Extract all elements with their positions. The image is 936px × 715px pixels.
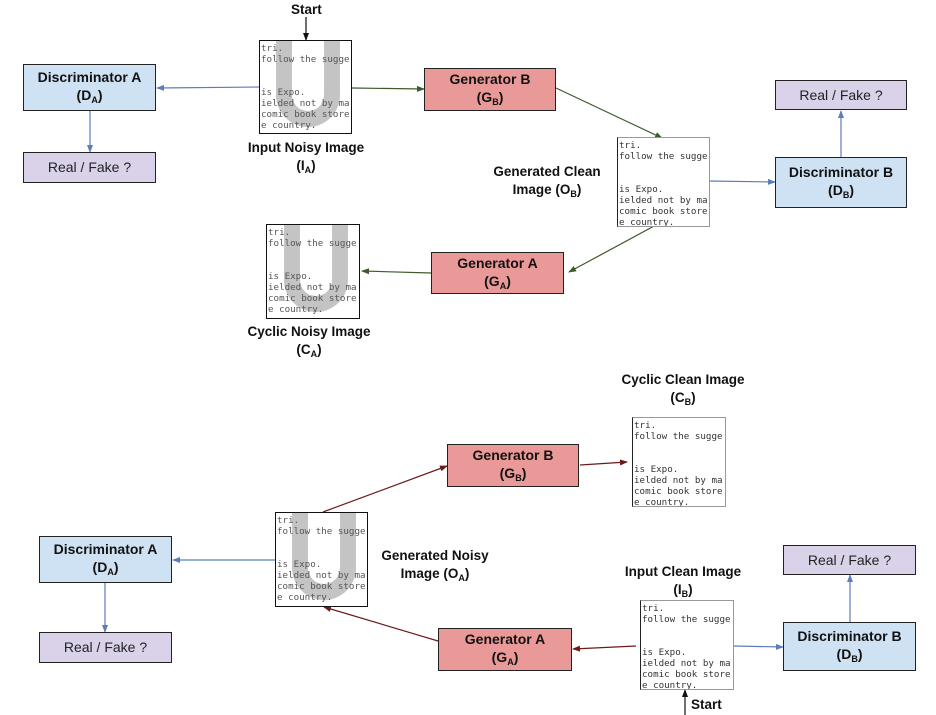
node-title: Generator B [472, 447, 554, 464]
node-symbol: (DA) [92, 559, 119, 578]
top-real-fake-b[interactable]: Real / Fake ? [775, 80, 907, 110]
edge-input-clean-to-generator-a [572, 645, 637, 652]
node-title: Discriminator A [37, 69, 142, 86]
node-symbol: (DB) [836, 646, 863, 665]
node-symbol: (GA) [484, 272, 511, 291]
thumbnail-text: tri. follow the sugge is Expo. ielded no… [277, 515, 366, 603]
thumbnail-text: tri. follow the sugge is Expo. ielded no… [634, 420, 723, 507]
top-cyclic-noisy-image[interactable]: tri. follow the sugge is Expo. ielded no… [266, 224, 360, 319]
bottom-discriminator-a[interactable]: Discriminator A (DA) [39, 536, 172, 583]
top-input-noisy-image[interactable]: tri. follow the sugge is Expo. ielded no… [259, 40, 352, 134]
bottom-generator-b[interactable]: Generator B (GB) [447, 444, 579, 487]
edge-input-clean-to-discriminator-b [733, 643, 784, 650]
node-symbol: (DA) [76, 87, 103, 106]
top-generator-b[interactable]: Generator B (GB) [424, 68, 556, 111]
edge-generator-a-to-cyclic-noisy [361, 268, 432, 275]
bottom-real-fake-a[interactable]: Real / Fake ? [39, 632, 172, 663]
node-title: Discriminator B [797, 628, 902, 645]
bottom-input-clean-label: Input Clean Image(IB) [624, 564, 742, 600]
thumbnail-text: tri. follow the sugge is Expo. ielded no… [268, 227, 357, 315]
node-symbol: (GB) [499, 465, 527, 484]
bottom-generator-a[interactable]: Generator A (GA) [438, 628, 572, 671]
top-discriminator-a[interactable]: Discriminator A (DA) [23, 64, 156, 111]
bottom-cyclic-clean-image[interactable]: tri. follow the sugge is Expo. ielded no… [632, 417, 726, 507]
noise-watermark [292, 513, 357, 601]
bottom-cyclic-clean-label: Cyclic Clean Image(CB) [621, 372, 745, 408]
top-real-fake-a[interactable]: Real / Fake ? [23, 152, 156, 183]
top-generated-clean-image[interactable]: tri. follow the sugge is Expo. ielded no… [617, 137, 710, 227]
edge-generated-clean-to-discriminator-b [708, 178, 776, 185]
edge-generator-a-to-generated-noisy [323, 606, 439, 642]
thumbnail-text: tri. follow the sugge is Expo. ielded no… [261, 43, 350, 131]
node-symbol: (GA) [491, 649, 519, 668]
bottom-real-fake-b[interactable]: Real / Fake ? [783, 545, 916, 575]
top-input-noisy-label: Input Noisy Image(IA) [247, 140, 365, 176]
node-symbol: (DB) [828, 182, 854, 201]
thumbnail-text: tri. follow the sugge is Expo. ielded no… [619, 140, 708, 227]
node-title: Discriminator A [53, 541, 158, 558]
node-symbol: (GB) [476, 89, 504, 108]
node-title: Generator B [449, 71, 531, 88]
node-title: Discriminator B [788, 164, 894, 181]
edge-input-to-generator-b [351, 85, 425, 92]
bottom-input-clean-image[interactable]: tri. follow the sugge is Expo. ielded no… [640, 600, 734, 690]
edge-generated-clean-to-generator-a [568, 224, 657, 273]
top-generator-a[interactable]: Generator A (GA) [431, 252, 564, 294]
edge-input-to-discriminator-a [156, 84, 260, 91]
top-discriminator-b[interactable]: Discriminator B (DB) [775, 157, 907, 208]
thumbnail-text: tri. follow the sugge is Expo. ielded no… [642, 603, 731, 690]
node-title: Generator A [457, 254, 538, 271]
edge-generated-noisy-to-generator-b [322, 465, 448, 513]
bottom-generated-noisy-image[interactable]: tri. follow the sugge is Expo. ielded no… [275, 512, 368, 607]
start-label-bottom: Start [691, 697, 722, 712]
edge-generator-b-to-cyclic-clean [579, 459, 628, 466]
top-cyclic-noisy-label: Cyclic Noisy Image(CA) [247, 324, 371, 360]
bottom-discriminator-b[interactable]: Discriminator B (DB) [783, 622, 916, 671]
node-title: Generator A [464, 631, 546, 648]
start-label-top: Start [291, 2, 322, 17]
edge-generator-b-to-generated-clean [555, 87, 663, 139]
